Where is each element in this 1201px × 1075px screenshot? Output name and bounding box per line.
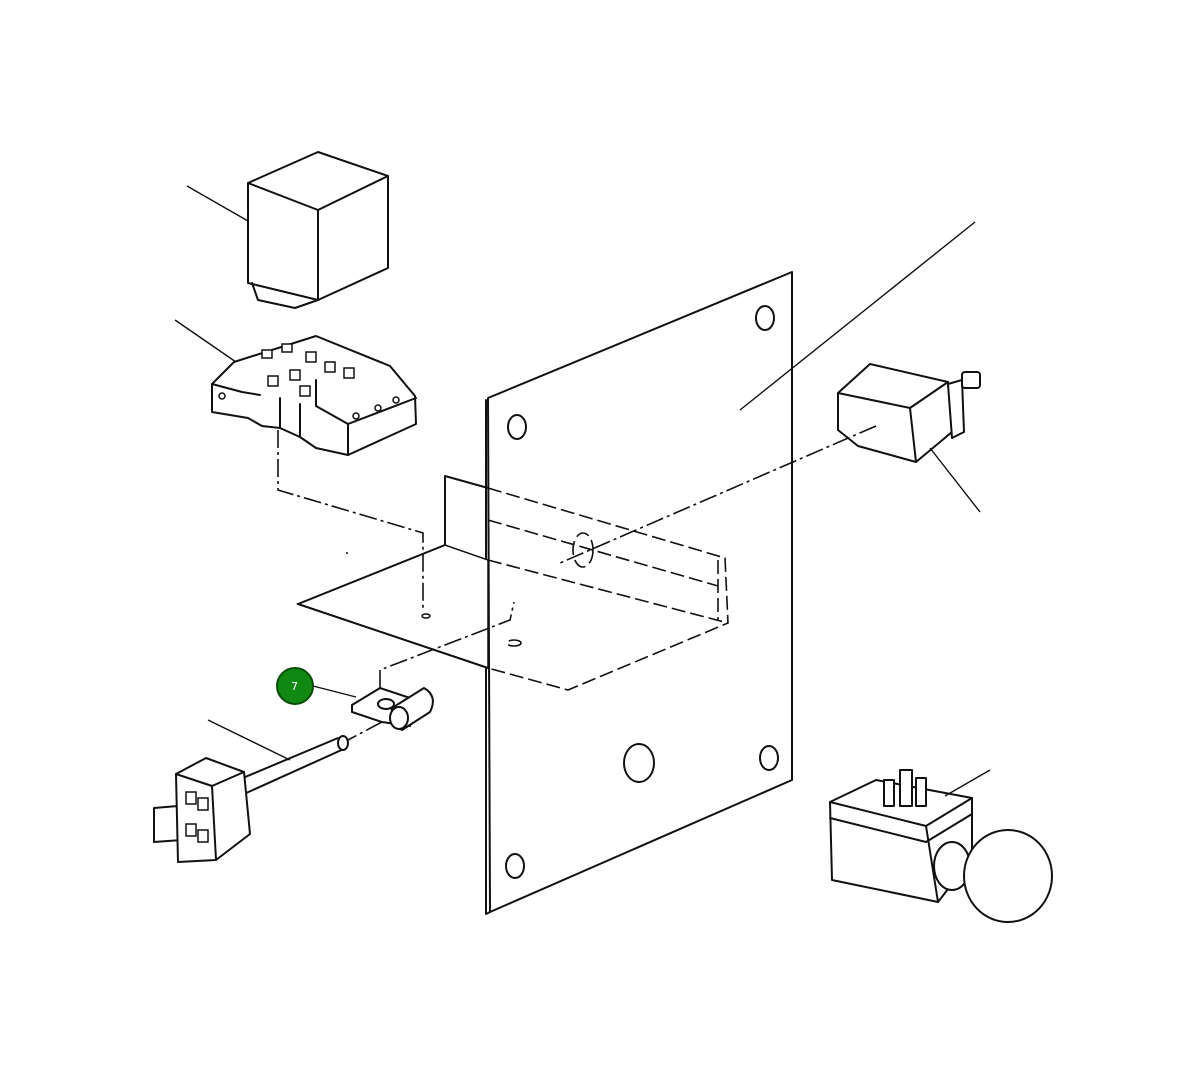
callout-7-bubble[interactable]: 7 [276,667,314,705]
callout-7-number[interactable]: 7 [291,680,298,693]
probe-centerline [347,721,383,741]
bracket-shelf [295,475,729,691]
relay-cover [186,151,389,309]
lug-centerline [379,601,515,688]
callout-7-circle[interactable] [276,667,314,705]
sensor-probe [153,719,349,863]
ground-terminal-lug [351,687,434,731]
relay-base [174,319,417,456]
push-pull-switch [829,769,1053,923]
mounting-plate-leader [739,221,976,411]
callout-7-leader [312,685,357,698]
mounting-plate [485,271,793,915]
stray-dot [346,552,348,554]
relay-base-centerline [277,430,424,610]
toggle-switch [837,363,981,513]
